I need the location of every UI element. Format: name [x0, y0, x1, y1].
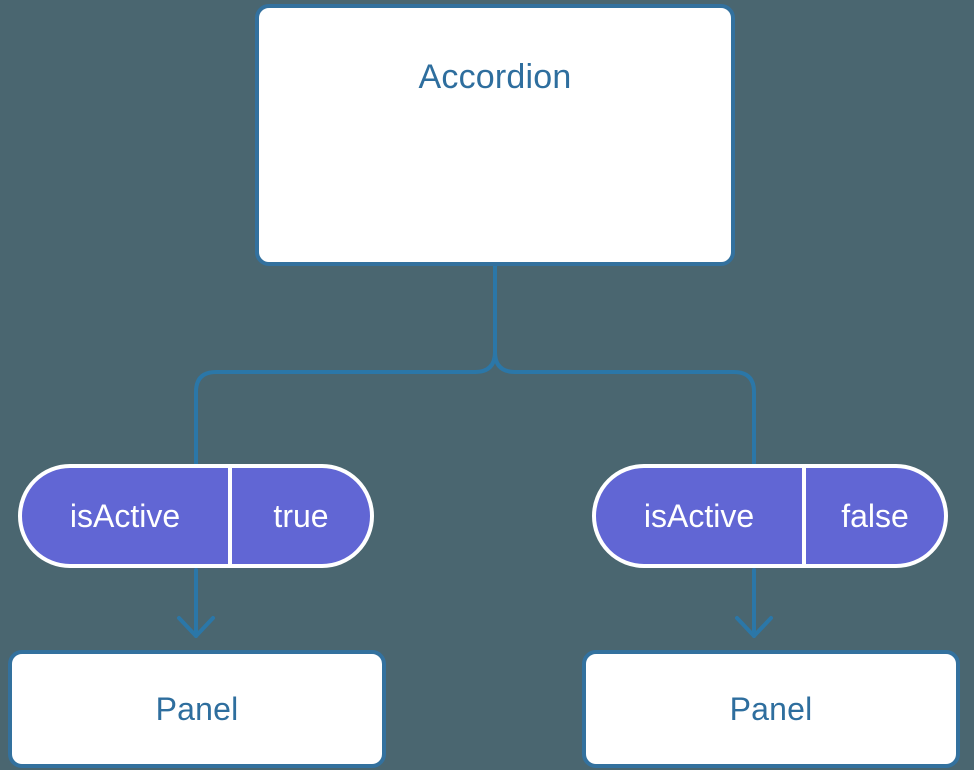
branch-connector	[194, 264, 497, 468]
state-value-label: true	[273, 497, 329, 534]
panel-title: Panel	[155, 691, 239, 727]
down-arrow-right	[735, 568, 773, 638]
state-key-label: isActive	[596, 468, 806, 564]
state-key-label: isActive	[22, 468, 232, 564]
state-pill-is-active-true[interactable]: isActive true	[18, 464, 374, 568]
panel-node-right[interactable]: Panel	[582, 650, 960, 768]
state-pill-is-active-false[interactable]: isActive false	[592, 464, 948, 568]
accordion-title: Accordion	[418, 58, 572, 96]
panel-node-left[interactable]: Panel	[8, 650, 386, 768]
branch-connector-right	[493, 264, 756, 468]
panel-title: Panel	[729, 691, 813, 727]
accordion-node[interactable]: Accordion	[255, 4, 735, 266]
down-arrow-left	[177, 568, 215, 638]
state-value-label: false	[841, 497, 909, 534]
